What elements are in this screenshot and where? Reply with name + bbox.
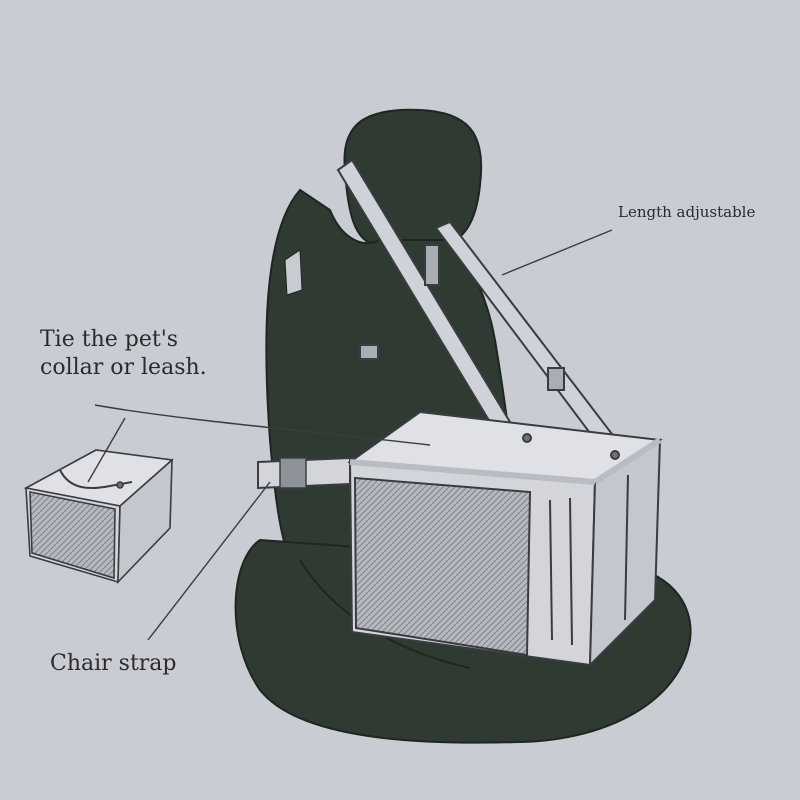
shoulder-straps <box>336 158 630 497</box>
leader-lines <box>87 229 613 641</box>
tie-inset-leader-line <box>87 417 126 483</box>
pet-booster-box <box>347 410 663 668</box>
chair-strap-label: Chair strap <box>50 651 177 676</box>
length-leader-line <box>501 229 613 276</box>
tie-leader-line <box>94 404 431 446</box>
chair-strap-leader-line <box>147 481 271 641</box>
inset-pet-box <box>23 449 174 585</box>
length-adjustable-label: Length adjustable <box>618 203 756 221</box>
tie-leash-label: Tie the pet's collar or leash. <box>40 326 207 382</box>
tie-leash-label-line2: collar or leash. <box>40 355 207 380</box>
chair-strap-band <box>257 456 351 490</box>
headrest <box>343 108 483 246</box>
tie-leash-label-line1: Tie the pet's <box>40 327 179 352</box>
